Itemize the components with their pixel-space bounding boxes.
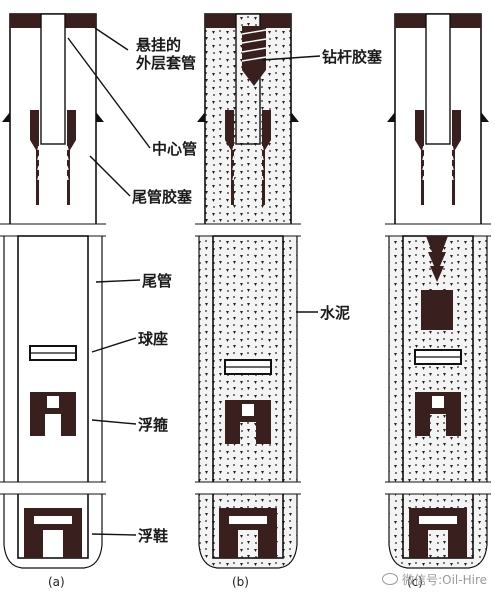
stage-b-liner [212, 235, 284, 559]
stage-a-hanger-rib [66, 165, 69, 171]
liner-plug-c [421, 290, 453, 330]
label-hanger-casing-2: 外层套管 [136, 54, 197, 72]
stage-a-break-bottom [0, 482, 106, 494]
stage-a-shoulder-right [96, 112, 104, 122]
stage-c-hanger-rib [451, 155, 454, 161]
leader-line [89, 155, 131, 197]
stage-a-hanger-right [67, 110, 76, 205]
stage-a-hanger-rib [37, 155, 40, 161]
label-cement: 水泥 [320, 304, 351, 322]
stage-a-hanger-rib [66, 155, 69, 161]
label-float-collar: 浮箍 [138, 416, 169, 434]
stage-b-hanger-rib [261, 175, 264, 181]
stage-a-hanger-rib [66, 175, 69, 181]
stage-b-hanger-rib [232, 175, 235, 181]
stage-b-hanger-rib [232, 155, 235, 161]
stage-c-hanger-rib [422, 145, 425, 151]
stage-a-hanger-rib [66, 145, 69, 151]
stage-label-b: (b) [232, 575, 249, 589]
stage-b-float-collar [225, 400, 271, 444]
drill-pipe-plug-rib [241, 56, 267, 62]
stage-c-hanger-rib [451, 175, 454, 181]
stage-c-center-tube [425, 13, 451, 145]
leader-line [91, 337, 137, 353]
stage-b-break-bottom [195, 482, 301, 494]
stage-c-float-valve [432, 396, 444, 408]
stage-c-hanger-left [415, 110, 424, 205]
drill-pipe-plug-c [426, 236, 448, 282]
stage-b-shoulder-right [291, 112, 299, 122]
label-hanger-casing-1: 悬挂的 [136, 36, 182, 54]
stage-b-break-top [195, 224, 301, 236]
stage-a-float-shoe-slot [34, 516, 72, 524]
stage-label-a: (a) [48, 575, 65, 589]
stage-c-break-top [385, 224, 491, 236]
stage-b-hanger-rib [261, 155, 264, 161]
stage-label-c: (c) [407, 575, 423, 589]
label-ball-seat: 球座 [138, 330, 169, 348]
wechat-icon [382, 573, 399, 585]
drill-pipe-plug-rib [241, 29, 267, 35]
drill-pipe-plug-b [242, 26, 266, 86]
stage-b-hanger-rib [232, 165, 235, 171]
stage-a-float-collar [30, 392, 76, 436]
leader-line [67, 37, 151, 149]
label-drill-pipe-plug: 钻杆胶塞 [322, 48, 383, 66]
stage-a-hanger-rib [37, 145, 40, 151]
stage-b-float-shoe-slot [229, 516, 267, 524]
stage-b-hanger-right [262, 110, 271, 205]
watermark: 微信号:Oil-Hire [382, 571, 487, 588]
stage-b-float-valve [242, 404, 254, 416]
label-liner: 尾管 [142, 272, 173, 290]
stage-a-hanger-left [30, 110, 39, 205]
stage-a-center-tube [40, 13, 66, 145]
stage-c-hanger-rib [451, 165, 454, 171]
leader-line [261, 55, 321, 61]
stage-c-shoulder-right [481, 112, 489, 122]
stage-a-break-top [0, 224, 106, 236]
stage-c-hanger-rib [422, 165, 425, 171]
stage-a-shoulder-left [2, 112, 10, 122]
label-float-shoe: 浮鞋 [138, 527, 169, 545]
stage-b-hanger-rib [261, 145, 264, 151]
stage-c-hanger-rib [451, 145, 454, 151]
leader-line [95, 279, 141, 283]
leader-line [94, 27, 129, 51]
stage-c-shoulder-left [387, 112, 395, 122]
stage-c-hanger-right [452, 110, 461, 205]
drill-pipe-plug-rib [241, 47, 267, 53]
stage-a-hanger-rib [37, 165, 40, 171]
drill-pipe-plug-rib [241, 38, 267, 44]
stage-c-hanger-rib [422, 155, 425, 161]
leader-line [91, 533, 137, 536]
stage-c-float-collar [415, 392, 461, 436]
stage-c-break-bottom [385, 482, 491, 494]
stage-b-hanger-left [225, 110, 234, 205]
stage-b-hanger-rib [232, 145, 235, 151]
stage-a-float-valve [47, 396, 59, 408]
leader-line [91, 419, 137, 425]
label-center-tube: 中心管 [152, 140, 198, 158]
stage-b-shoulder-left [197, 112, 205, 122]
stage-c-hanger-rib [422, 175, 425, 181]
stage-a-hole-wall [3, 230, 103, 569]
stage-b-hanger-rib [261, 165, 264, 171]
label-liner-plug: 尾管胶塞 [132, 188, 193, 206]
watermark-text: 微信号:Oil-Hire [402, 573, 487, 587]
stage-a-hanger-rib [37, 175, 40, 181]
stage-c-float-shoe-slot [419, 516, 457, 524]
